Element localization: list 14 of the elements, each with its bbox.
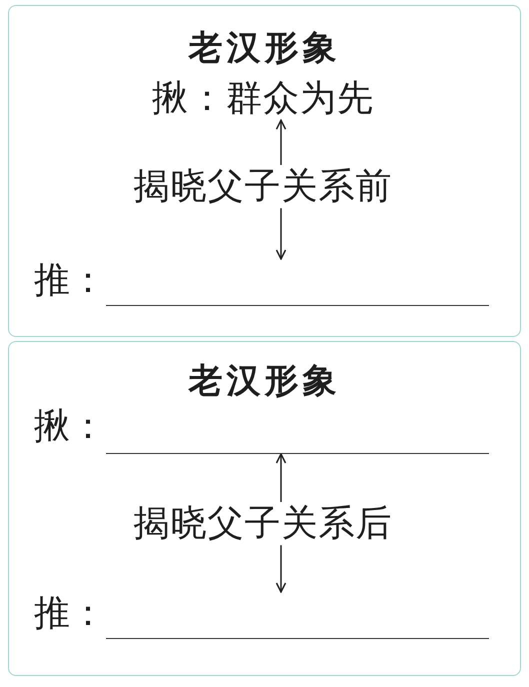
- arrow: [276, 119, 286, 165]
- prompt-text: 揪：群众为先: [152, 77, 374, 120]
- prompt-label: 揪：: [34, 405, 106, 448]
- stage-label: 揭晓父子关系前: [134, 165, 392, 208]
- panel-title: 老汉形象: [188, 28, 340, 69]
- arrow: [276, 453, 286, 502]
- prompt-label: 推：: [34, 259, 106, 302]
- arrow: [276, 545, 286, 593]
- panel: [8, 5, 521, 337]
- prompt-label: 推：: [34, 592, 106, 636]
- panel-title: 老汉形象: [188, 361, 340, 402]
- panel: [8, 341, 521, 676]
- stage-label: 揭晓父子关系后: [134, 502, 392, 546]
- arrow: [276, 208, 286, 260]
